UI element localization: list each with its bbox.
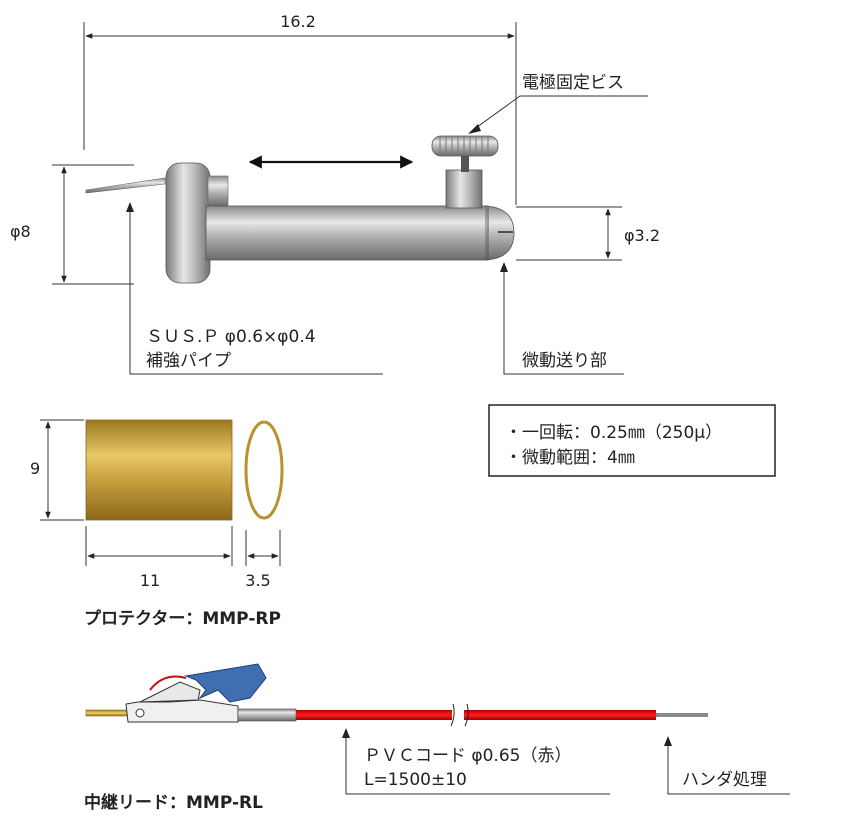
dia8-label: φ8 [10,222,31,241]
protector-cylinder [85,419,233,521]
cord-break-gap [452,704,464,726]
cord-break-mark-left [450,703,455,727]
flange [165,162,211,284]
prot-height-label: 9 [30,459,40,478]
pvc-cord [296,710,656,720]
spec-range: ・微動範囲：4㎜ [505,448,635,468]
spec-box-frame [488,404,776,477]
prot-length-label: 11 [140,571,160,590]
screw-leader-head [468,124,481,134]
reinforcing-pipe-spec: ＳＵＳ.Ｐ φ0.6×φ0.4 [146,327,316,347]
reinforcing-pipe-label: 補強パイプ [146,351,231,371]
solder-leader-head [664,736,672,746]
fine-feed-label: 微動送り部 [522,351,607,371]
protector-title: プロテクター：MMP-RP [84,608,281,629]
screw-shaft [461,154,469,172]
gold-pin [85,709,129,717]
cord-break-mark-right [464,703,469,727]
bare-wire-end [656,713,708,717]
spec-box: ・一回転：0.25㎜（250μ） ・微動範囲：4㎜ [488,404,776,477]
electrode-assembly: 16.2 φ8 電極固定ビス [10,12,660,375]
feed-leader-head [500,262,508,272]
lead-sleeve [237,708,297,722]
cord-leader-head [342,728,350,738]
flange-collar [207,175,229,207]
solder-leader [667,742,790,795]
screw-leader [472,95,648,131]
length-dimension-label: 16.2 [280,12,316,31]
clip-blue-grip [184,663,267,703]
reinforcing-needle [85,177,166,194]
spec-rotation: ・一回転：0.25㎜（250μ） [505,423,722,443]
relay-lead-title: 中継リード：MMP-RL [84,792,263,813]
solder-label: ハンダ処理 [682,770,767,790]
pipe-leader [129,209,383,375]
screw-post [445,169,483,209]
body-tube [205,205,489,261]
feed-leader [503,268,624,375]
fixing-screw-label: 電極固定ビス [522,73,624,93]
protector-drawing: 9 11 3.5 プロテクター：MMP-RP [30,419,284,629]
dia32-label: φ3.2 [624,226,660,245]
pvc-cord-length: L=1500±10 [364,770,467,790]
clip-red-wire [149,675,187,691]
tip-end [485,205,515,261]
relay-lead-drawing: ＰＶＣコード φ0.65（赤） L=1500±10 ハンダ処理 中継リード：MM… [84,663,790,813]
ring-width-label: 3.5 [245,571,270,590]
cord-leader [345,734,610,795]
alligator-clip-jaw [139,681,201,703]
pvc-cord-spec: ＰＶＣコード φ0.65（赤） [364,746,571,766]
clip-pivot [135,708,145,718]
protector-ring [244,420,284,520]
pipe-leader-head [126,202,134,212]
knob-knurling [439,137,489,155]
